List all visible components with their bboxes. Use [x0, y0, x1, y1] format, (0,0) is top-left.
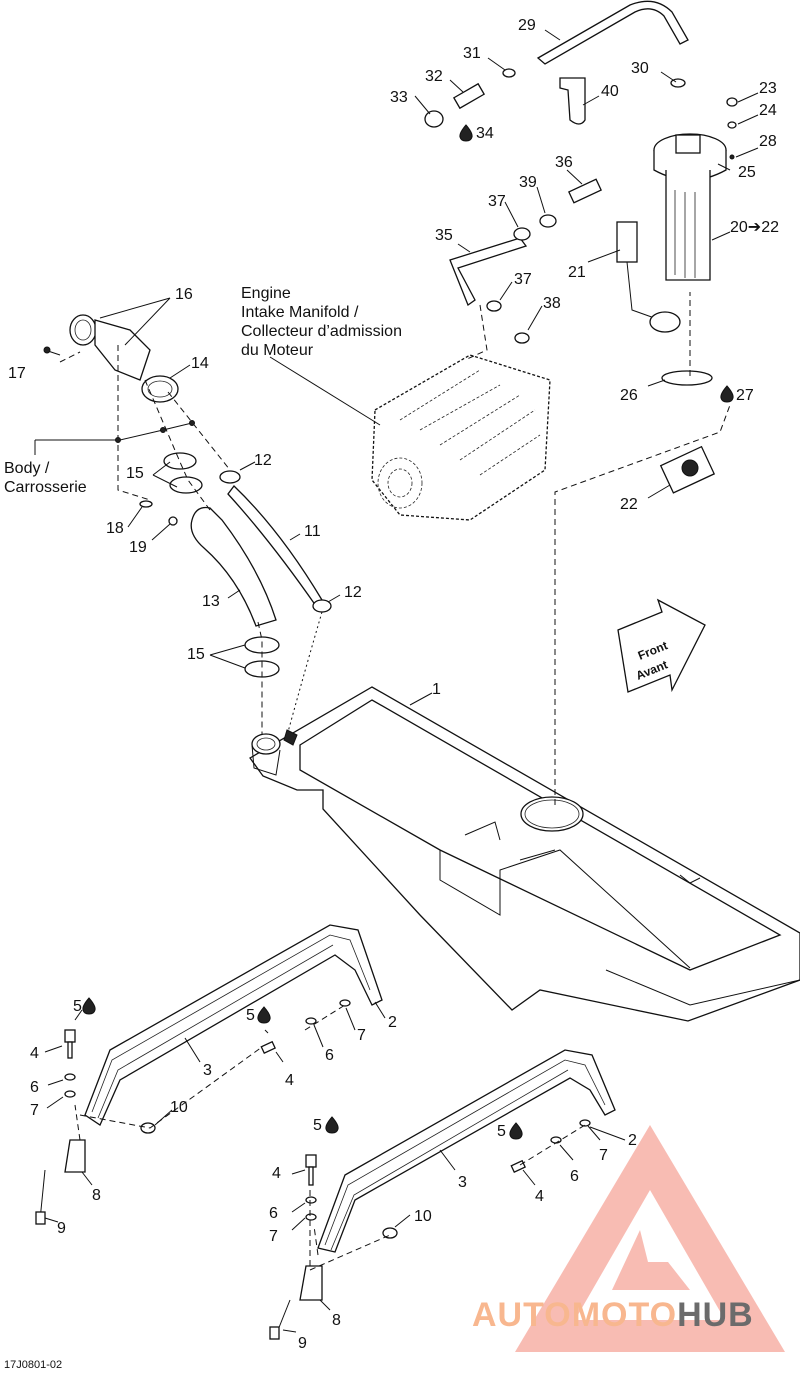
leader-lines: [44, 29, 759, 1333]
callout-8: 8: [92, 1187, 101, 1204]
body-label-line1: Body /: [4, 460, 50, 477]
fuel-pump-module: [616, 97, 738, 494]
callout-23: 23: [759, 80, 777, 97]
drop-icon: [509, 1122, 523, 1140]
callout-25: 25: [738, 164, 756, 181]
callout-10: 10: [170, 1099, 188, 1116]
callout-6: 6: [269, 1205, 278, 1222]
drop-icon: [82, 997, 96, 1015]
manifold-label-line3: Collecteur d’admission: [241, 323, 402, 340]
callout-8: 8: [332, 1312, 341, 1329]
callout-37: 37: [514, 271, 532, 288]
callout-6: 6: [325, 1047, 334, 1064]
callout-6: 6: [30, 1079, 39, 1096]
callout-40: 40: [601, 83, 619, 100]
text-labels: Engine Intake Manifold / Collecteur d’ad…: [4, 285, 402, 1371]
manifold-label-line4: du Moteur: [241, 342, 314, 359]
drop-icon: [325, 1116, 339, 1134]
callout-7: 7: [269, 1228, 278, 1245]
strap-hardware: [35, 999, 591, 1340]
fuel-line-fittings: [424, 0, 689, 344]
callout-3: 3: [458, 1174, 467, 1191]
manifold-label-line2: Intake Manifold /: [241, 304, 359, 321]
watermark-text: AUTOMOTOHUB: [472, 1296, 754, 1334]
callout-4: 4: [285, 1072, 294, 1089]
front-direction-arrow: Front Avant: [617, 598, 706, 693]
callout-31: 31: [463, 45, 481, 62]
callout-15: 15: [187, 646, 205, 663]
drop-icon: [257, 1006, 271, 1024]
callout-32: 32: [425, 68, 443, 85]
callout-5: 5: [497, 1123, 506, 1140]
callout-24: 24: [759, 102, 777, 119]
callout-7: 7: [599, 1147, 608, 1164]
callout-17: 17: [8, 365, 26, 382]
callout-26: 26: [620, 387, 638, 404]
callout-6: 6: [570, 1168, 579, 1185]
callout-16: 16: [175, 286, 193, 303]
callout-39: 39: [519, 174, 537, 191]
drop-icon: [720, 385, 734, 403]
callout-18: 18: [106, 520, 124, 537]
callout-4: 4: [30, 1045, 39, 1062]
callout-37: 37: [488, 193, 506, 210]
callout-22: 22: [620, 496, 638, 513]
callout-4: 4: [535, 1188, 544, 1205]
callout-numbers: 1 2 2 3 3 4 4 4 4 5 5 5 5 6 6 6 6 7 7 7 …: [8, 17, 779, 1352]
callout-13: 13: [202, 593, 220, 610]
callout-7: 7: [357, 1027, 366, 1044]
body-label-line2: Carrosserie: [4, 479, 87, 496]
callout-2: 2: [628, 1132, 637, 1149]
callout-19: 19: [129, 539, 147, 556]
lubricant-drop-icons: [82, 124, 734, 1140]
callout-10: 10: [414, 1208, 432, 1225]
watermark-logo: [515, 1125, 785, 1352]
callout-5: 5: [313, 1117, 322, 1134]
callout-3: 3: [203, 1062, 212, 1079]
callout-5: 5: [73, 998, 82, 1015]
callout-12: 12: [344, 584, 362, 601]
drawing-code: 17J0801-02: [4, 1359, 62, 1371]
assembly-lines: [34, 292, 731, 1271]
callout-2: 2: [388, 1014, 397, 1031]
tank-strap-right: [317, 1049, 616, 1253]
callout-9: 9: [298, 1335, 307, 1352]
callout-12: 12: [254, 452, 272, 469]
intake-manifold: [371, 354, 551, 521]
callout-9: 9: [57, 1220, 66, 1237]
filler-assembly: [43, 314, 332, 678]
callout-15: 15: [126, 465, 144, 482]
watermark-text-automoto: AUTOMOTO: [472, 1296, 677, 1334]
drop-icon: [459, 124, 473, 142]
callout-29: 29: [518, 17, 536, 34]
svg-text:AUTOMOTOHUB: AUTOMOTOHUB: [472, 1296, 754, 1334]
callout-14: 14: [191, 355, 209, 372]
callout-28: 28: [759, 133, 777, 150]
callout-35: 35: [435, 227, 453, 244]
callout-27: 27: [736, 387, 754, 404]
tank-strap-left: [84, 924, 383, 1126]
fuel-tank: [249, 686, 800, 1022]
callout-7: 7: [30, 1102, 39, 1119]
watermark-text-hub: HUB: [677, 1296, 754, 1334]
callout-4: 4: [272, 1165, 281, 1182]
callout-33: 33: [390, 89, 408, 106]
callout-34: 34: [476, 125, 494, 142]
callout-20-22: 20➔22: [730, 219, 779, 236]
manifold-label-line1: Engine: [241, 285, 291, 302]
callout-1: 1: [432, 681, 441, 698]
callout-11: 11: [304, 523, 321, 540]
callout-5: 5: [246, 1007, 255, 1024]
callout-30: 30: [631, 60, 649, 77]
callout-36: 36: [555, 154, 573, 171]
callout-38: 38: [543, 295, 561, 312]
callout-21: 21: [568, 264, 586, 281]
